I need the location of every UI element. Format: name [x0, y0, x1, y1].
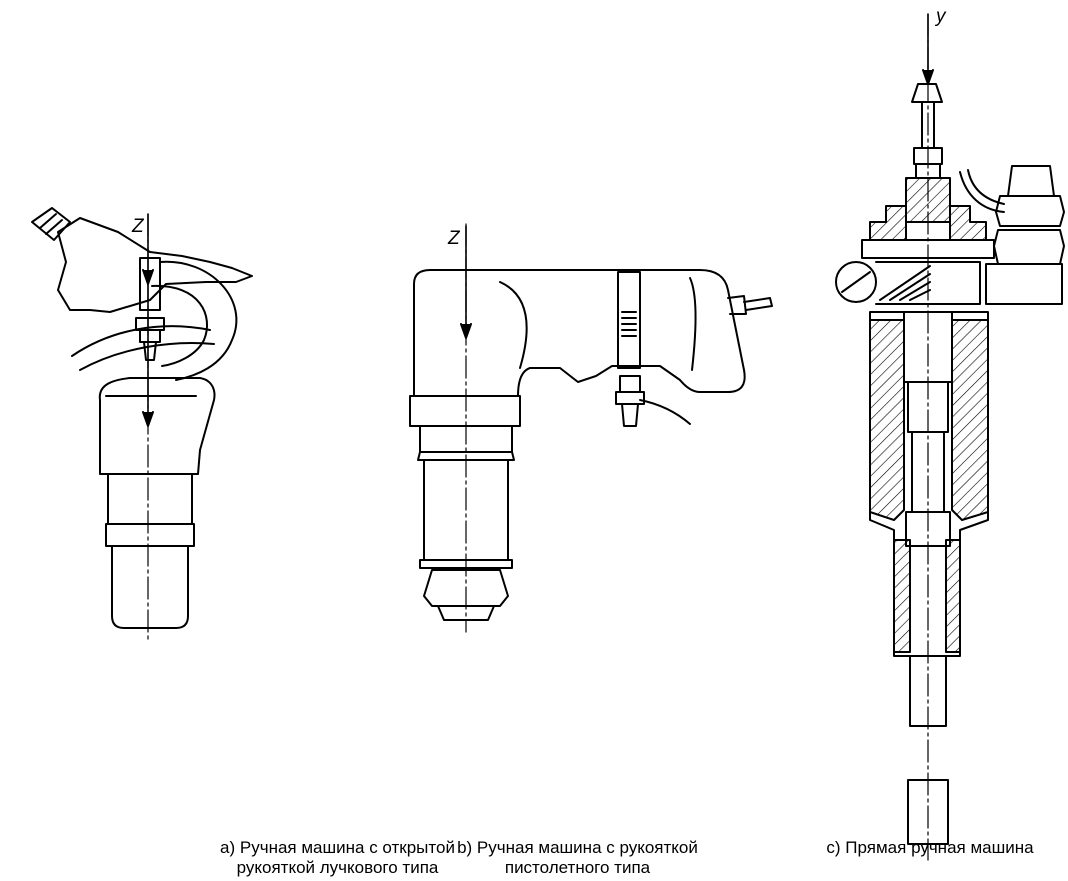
caption-b-line2: пистолетного типа: [504, 858, 651, 877]
caption-b: b) Ручная машина с рукояткой пистолетног…: [420, 838, 735, 878]
figure-a-loop-handle-tool: [31, 207, 253, 641]
axis-label-b: Z: [447, 228, 461, 249]
caption-b-line1: b) Ручная машина с рукояткой: [457, 838, 698, 857]
caption-a: a) Ручная машина с открытой рукояткой лу…: [180, 838, 495, 878]
caption-c: c) Прямая ручная машина: [800, 838, 1060, 858]
caption-a-line2: рукояткой лучкового типа: [236, 858, 439, 877]
figure-c-straight-tool: [835, 13, 1065, 861]
figure-b-pistol-grip-tool: [409, 223, 773, 633]
axis-label-a: Z: [131, 216, 145, 237]
caption-c-line1: c) Прямая ручная машина: [826, 838, 1034, 857]
axis-label-c: y: [934, 6, 947, 27]
caption-a-line1: a) Ручная машина с открытой: [220, 838, 455, 857]
